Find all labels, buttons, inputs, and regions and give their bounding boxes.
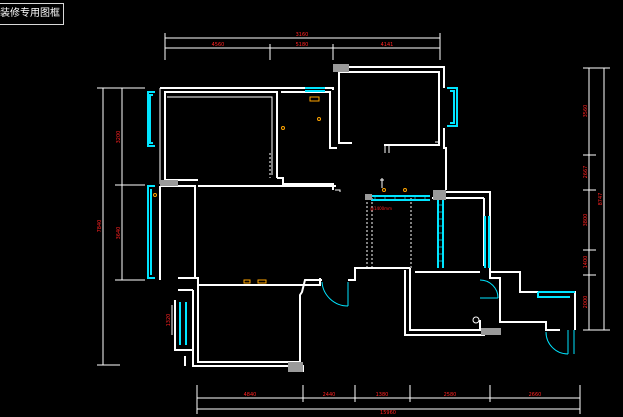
door-arc-2 (479, 279, 499, 299)
dim-top-seg1: 4560 (212, 42, 225, 48)
dim-bottom-seg2: 2440 (323, 392, 336, 398)
dim-right-seg4: 1400 (583, 256, 589, 269)
windows (147, 87, 575, 345)
dim-left-total: 7840 (97, 220, 103, 233)
drawing-title: 装修专用图框 (0, 8, 60, 19)
dim-top-seg2: 5180 (296, 42, 309, 48)
door-arc-3 (545, 331, 569, 355)
door-arc-1 (321, 281, 349, 307)
wall-double-lines (159, 67, 440, 192)
dim-left-small: 1320 (166, 314, 172, 327)
dim-top-seg3: 4141 (381, 42, 394, 48)
dimension-lines (97, 33, 610, 414)
dashed-openings (269, 153, 412, 268)
dim-bottom-seg5: 2660 (529, 392, 542, 398)
balcony-hatch (374, 197, 442, 262)
dim-bottom-total: 15960 (380, 410, 396, 416)
hall-note: @1400mm (370, 206, 392, 211)
dim-bottom-seg3: 1380 (376, 392, 389, 398)
dim-right-seg2: 2667 (583, 166, 589, 179)
dim-top-total: 3160 (296, 32, 309, 38)
small-fixtures (380, 146, 480, 324)
title-frame: 装修专用图框 (0, 3, 64, 25)
dim-left-upper: 3200 (116, 131, 122, 144)
doors (321, 279, 575, 355)
dim-right-total: 8747 (598, 193, 604, 206)
dim-bottom-seg1: 4840 (244, 392, 257, 398)
dim-right-seg3: 3800 (583, 214, 589, 227)
dim-left-lower: 3640 (116, 227, 122, 240)
dim-right-seg1: 3560 (583, 105, 589, 118)
dim-right-seg5: 2000 (583, 296, 589, 309)
toilet-fixture (472, 316, 480, 324)
fixtures (153, 96, 407, 284)
columns (160, 64, 501, 372)
dim-bottom-seg4: 2580 (444, 392, 457, 398)
